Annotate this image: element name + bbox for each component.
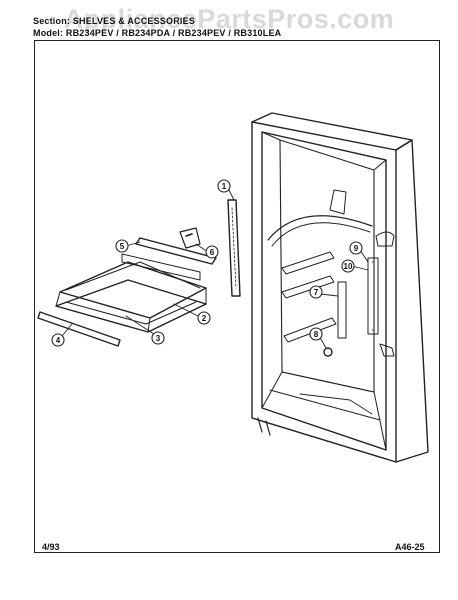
callout-9-label: 9	[354, 244, 359, 253]
callout-8-circle	[309, 327, 323, 341]
callout-10-circle	[341, 259, 355, 273]
callout-3-circle	[151, 331, 165, 345]
callout-5-label: 5	[120, 242, 125, 251]
callout-5-circle	[115, 239, 129, 253]
callout-8-label: 8	[314, 330, 319, 339]
callout-group: 1 2 3 4 5 6 7 8 910	[51, 179, 363, 347]
callout-2-circle	[197, 311, 211, 325]
callout-3-label: 3	[156, 334, 161, 343]
footer-date: 4/93	[42, 542, 60, 552]
shelf-bracket	[227, 199, 241, 297]
refrigerator-cabinet	[251, 112, 429, 463]
leader-lines	[61, 187, 369, 349]
diagram-frame	[34, 40, 440, 553]
callout-1-label: 1	[222, 182, 227, 191]
callout-6-circle	[205, 245, 219, 259]
callout-4-label: 4	[56, 336, 61, 345]
model-list: Model: RB234PEV / RB234PDA / RB234PEV / …	[33, 28, 282, 38]
callout-6-label: 6	[210, 248, 215, 257]
callout-9-circle	[349, 241, 363, 255]
shelf-assembly	[37, 237, 217, 347]
callout-2-label: 2	[202, 314, 207, 323]
callout-1-circle	[217, 179, 231, 193]
shelf-clip	[179, 227, 201, 249]
section-title: Section: SHELVES & ACCESSORIES	[33, 16, 196, 26]
callout-10-label: 10	[344, 262, 353, 271]
callout-4-circle	[51, 333, 65, 347]
callout-7-label: 7	[314, 288, 319, 297]
callout-7-circle	[309, 285, 323, 299]
footer-code: A46-25	[395, 542, 425, 552]
